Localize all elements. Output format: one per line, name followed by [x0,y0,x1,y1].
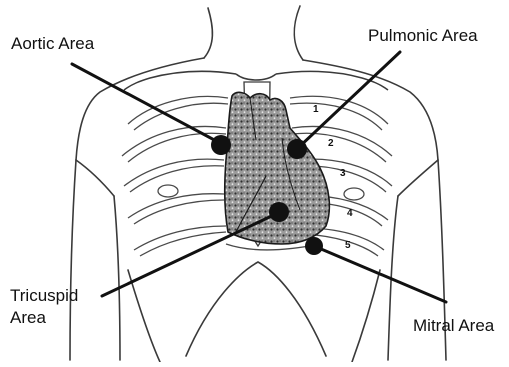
pulmonic-point [287,139,307,159]
rib-right-oval [344,188,364,200]
neck-left [204,8,212,58]
mitral-point [305,237,323,255]
pulmonic-area-label: Pulmonic Area [368,26,478,45]
rib-left-3 [124,159,224,186]
sternal-notch [236,74,276,80]
neck-right [294,6,303,60]
right-waist [352,270,380,362]
aortic-pointer-line [72,64,220,143]
aortic-area-label: Aortic Area [11,34,94,53]
rib-right-1b [290,103,382,130]
rib-number-5: 5 [345,240,351,251]
tricuspid-point [269,202,289,222]
rib-number-1: 1 [313,104,319,115]
rib-left-4b [134,200,224,224]
lower-ribcage-arch [186,262,326,356]
left-waist [128,270,160,362]
aortic-point [211,135,231,155]
mitral-area-label: Mitral Area [413,316,494,335]
rib-left-1b [134,103,228,130]
mitral-pointer-line [314,246,446,302]
tricuspid-area-label-line2: Area [10,308,46,327]
pulmonic-pointer-line [298,52,400,148]
clavicles [124,71,388,90]
left-arm-outer [70,160,76,360]
tricuspid-pointer-line [102,213,278,296]
tricuspid-area-label-line1: Tricuspid [10,286,78,305]
rib-number-3: 3 [340,168,346,179]
left-armpit [76,160,114,196]
rib-left-5 [134,226,226,250]
left-arm-inner [114,196,120,360]
rib-left-oval [158,185,178,197]
rib-left-2 [122,126,226,156]
left-shoulder [76,58,204,160]
right-armpit [398,160,438,196]
rib-number-2: 2 [328,138,334,149]
rib-number-4: 4 [347,208,353,219]
